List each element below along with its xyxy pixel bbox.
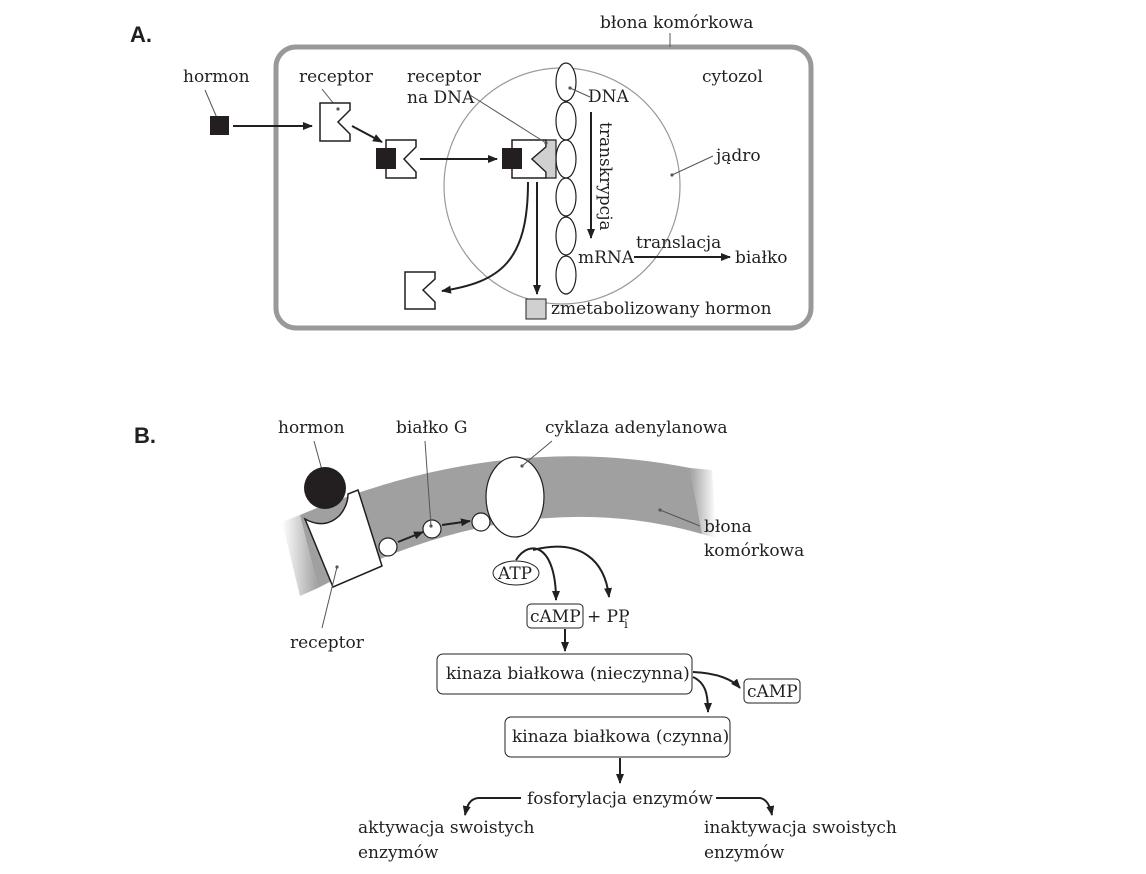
receptor-release-arrow [441, 181, 529, 294]
kinase-inactive-box [436, 653, 693, 695]
adenylate-cyclase-pointer [521, 440, 553, 467]
membrane-pointer [659, 509, 701, 527]
nucleus-label: jądro [714, 146, 761, 166]
kinase-inactive-label: kinaza białkowa (nieczynna) [446, 664, 690, 684]
inactivation-label-1: inaktywacja swoistych [704, 818, 897, 838]
phosphorylation-label: fosforylacja enzymów [527, 789, 713, 809]
membrane-fade-right [690, 468, 716, 538]
panel-b-label: B. [134, 423, 156, 448]
hormone-label-a: hormon [183, 67, 250, 87]
inactivation-label-2: enzymów [704, 843, 785, 863]
receptor-pointer-b [321, 566, 338, 629]
adenylate-cyclase-label: cyklaza adenylanowa [545, 418, 728, 438]
panel-b: B. błona komórkowa hormon receptor białk… [134, 418, 897, 863]
dna-pointer [569, 87, 591, 98]
metabolized-hormone-square [525, 298, 547, 320]
activation-arrow [462, 797, 521, 816]
panel-a: A. błona komórkowa jądro cytozol DNA hor… [130, 13, 814, 331]
atp-to-camp-arrow [515, 547, 560, 601]
receptor-dna-pointer [469, 94, 547, 144]
hormone-pointer-a [204, 89, 218, 119]
translation-label: translacja [636, 233, 721, 253]
camp-release-arrow [692, 671, 741, 689]
released-receptor-shape [404, 271, 436, 310]
transcription-label: transkrypcja [595, 122, 615, 231]
atp-to-ppi-arrow [532, 545, 613, 598]
camp-label: cAMP [530, 607, 581, 627]
receptor-label-a: receptor [299, 67, 374, 87]
nucleus-pointer [671, 155, 714, 176]
adenylate-cyclase-shape [485, 456, 545, 538]
ppi-label: + PP [587, 607, 630, 627]
hormone-pointer-b [313, 440, 323, 471]
hormone-receptor-complex [376, 139, 417, 179]
inactivation-arrow [716, 797, 775, 816]
g-protein-3 [471, 512, 491, 532]
complex-on-dna [502, 139, 557, 179]
camp-released-label: cAMP [747, 682, 798, 702]
g-protein-1 [378, 537, 398, 557]
membrane-label-2: komórkowa [704, 541, 804, 561]
cytosol-label: cytozol [702, 67, 763, 87]
cell-membrane-frame [273, 44, 814, 331]
receptor-dna-label-1: receptor [407, 67, 482, 87]
mrna-label: mRNA [578, 248, 635, 268]
dna-label: DNA [588, 87, 630, 107]
protein-label: białko [735, 248, 788, 268]
dna-strand [555, 62, 577, 295]
metabolized-label: zmetabolizowany hormon [551, 299, 772, 319]
panel-a-label: A. [130, 22, 152, 47]
receptor-binding-arrow [351, 125, 383, 143]
activation-label-1: aktywacja swoistych [358, 818, 535, 838]
g-protein-arrow-1 [397, 531, 424, 543]
receptor-label-b: receptor [290, 633, 365, 653]
ppi-subscript: i [624, 617, 628, 631]
activation-label-2: enzymów [358, 843, 439, 863]
kinase-active-label: kinaza białkowa (czynna) [512, 727, 729, 747]
camp-box [526, 603, 584, 629]
atp-label: ATP [497, 564, 532, 584]
kinase-active-box [504, 716, 731, 758]
camp-released-box [743, 678, 801, 704]
g-protein-pointer [424, 440, 432, 527]
receptor-shape [319, 102, 351, 142]
hormone-square [210, 116, 229, 135]
receptor-dna-label-2: na DNA [407, 88, 475, 108]
membrane-label-1: błona [704, 517, 752, 537]
membrane-fade-left [282, 515, 318, 596]
g-protein-2 [422, 519, 442, 539]
hormone-circle [304, 467, 346, 509]
atp-ellipse [492, 560, 540, 586]
cell-membrane-label: błona komórkowa [600, 13, 753, 33]
membrane-receptor-shape [303, 489, 383, 588]
g-protein-arrow-2 [441, 518, 471, 527]
hormone-label-b: hormon [278, 418, 345, 438]
kinase-activation-arrow [692, 676, 712, 713]
g-protein-label: białko G [396, 418, 468, 438]
